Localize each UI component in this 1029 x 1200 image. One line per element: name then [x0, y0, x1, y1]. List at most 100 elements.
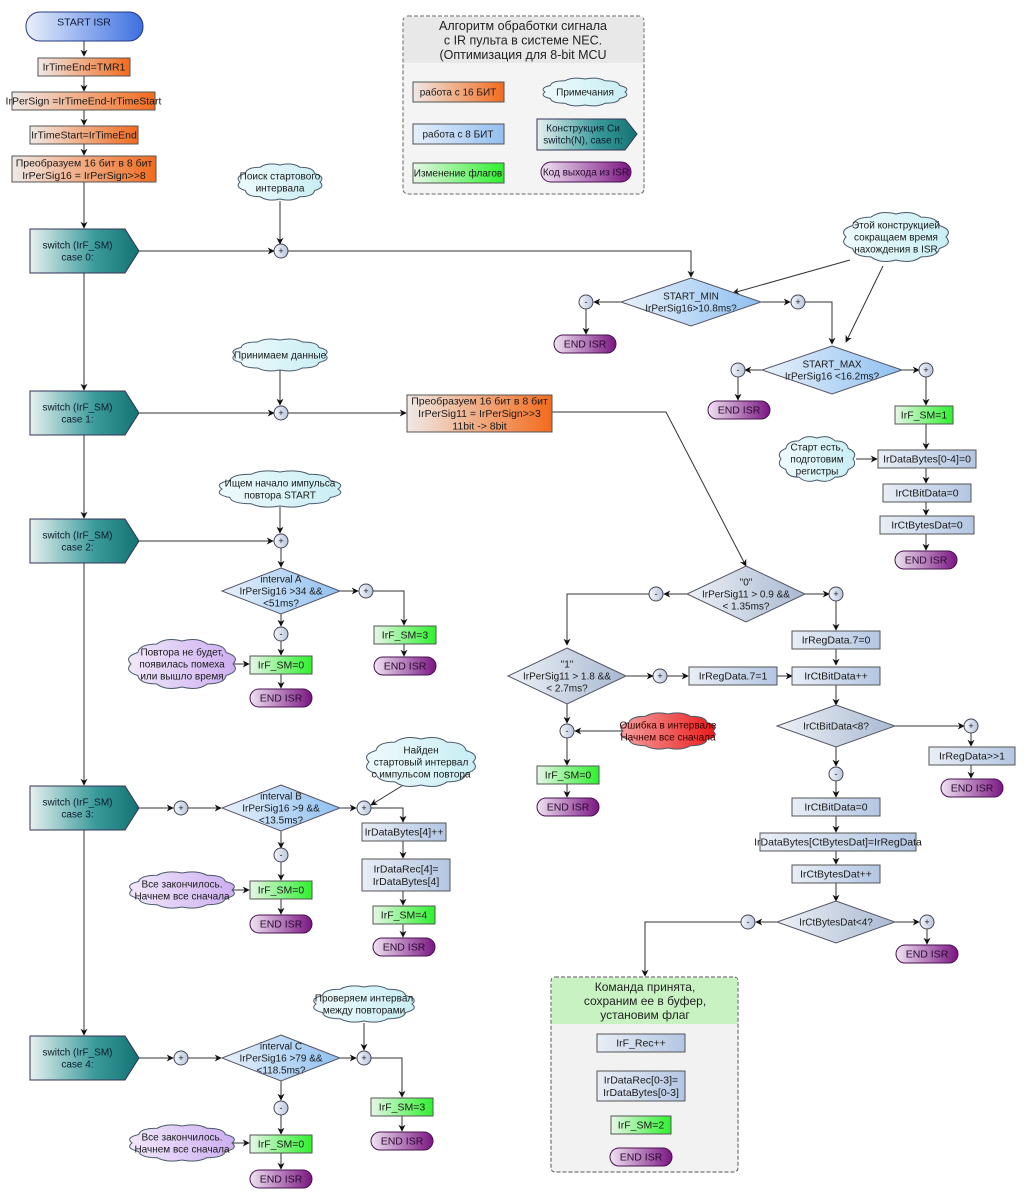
node-label: END ISR: [260, 1174, 303, 1186]
flag-set-sm3-a[interactable]: IrF_SM=3: [373, 625, 437, 645]
end-isr-terminator[interactable]: END ISR: [536, 797, 600, 817]
op-ctbitdata-inc[interactable]: IrCtBitData++: [791, 666, 881, 686]
op-datarec4-copy[interactable]: IrDataRec[4]=IrDataBytes[4]: [361, 858, 451, 892]
node-label: switch (IrF_SM): [43, 241, 113, 252]
node-label: сокращаем время: [854, 233, 938, 244]
node-label: IrCtBytesDat<4?: [799, 918, 873, 929]
op-rec-inc[interactable]: IrF_Rec++: [596, 1033, 686, 1053]
flag-set-sm4[interactable]: IrF_SM=4: [372, 905, 436, 925]
plus-connector: +: [173, 1050, 189, 1066]
op-regdata7-one[interactable]: IrRegData.7=1: [688, 666, 778, 686]
node-label: <118.5ms?: [256, 1066, 305, 1077]
node-label: интервала: [256, 184, 305, 195]
connector-sign: +: [795, 297, 800, 307]
end-isr-terminator[interactable]: END ISR: [373, 656, 437, 676]
node-label: END ISR: [384, 661, 427, 673]
flag-set-sm0-a[interactable]: IrF_SM=0: [249, 655, 313, 675]
init-op-timestart[interactable]: IrTimeStart=IrTimeEnd: [29, 125, 139, 145]
flag-set-sm3-c[interactable]: IrF_SM=3: [370, 1097, 434, 1117]
node-label: IrPerSig16 = IrPerSign>>8: [22, 170, 146, 182]
node-label: case 0:: [61, 253, 93, 264]
node-label: регистры: [796, 467, 839, 478]
decision-bit-one[interactable]: "1"IrPerSig11 > 1.8 &&< 2.7ms?: [506, 647, 628, 705]
op-databytes-reset[interactable]: IrDataBytes[0-4]=0: [877, 449, 977, 469]
flag-set-sm0-b[interactable]: IrF_SM=0: [249, 880, 313, 900]
node-label: между повторами: [323, 1006, 405, 1017]
note-all-done-4: Все закончилось.Начнем все сначала: [129, 1124, 235, 1162]
node-label: появилась помеха: [139, 660, 225, 671]
op-ctbitdata-zero[interactable]: IrCtBitData=0: [791, 797, 881, 817]
legend-op16: работа с 16 БИТ: [412, 81, 505, 103]
end-isr-terminator[interactable]: END ISR: [707, 400, 771, 420]
switch-case-4[interactable]: switch (IrF_SM)case 4:: [29, 1035, 140, 1081]
node-label: Команда принята,: [595, 980, 696, 994]
op-databytes4-inc[interactable]: IrDataBytes[4]++: [361, 822, 447, 842]
switch-case-2[interactable]: switch (IrF_SM)case 2:: [29, 518, 140, 564]
op-store-byte[interactable]: IrDataBytes[CtBytesDat]=IrRegData: [754, 832, 922, 852]
end-isr-terminator[interactable]: END ISR: [553, 334, 617, 354]
flag-set-sm1[interactable]: IrF_SM=1: [894, 405, 954, 425]
end-isr-terminator[interactable]: END ISR: [249, 688, 313, 708]
plus-connector: +: [652, 668, 668, 684]
node-label: нахождения в ISR: [854, 245, 938, 256]
flag-set-sm0-c[interactable]: IrF_SM=0: [249, 1134, 313, 1154]
plus-connector: +: [356, 1050, 372, 1066]
node-label: IrPerSig16 <16.2ms?: [785, 372, 880, 383]
op-ctbytes-inc[interactable]: IrCtBytesDat++: [791, 864, 881, 884]
node-label: Начнем все сначала: [620, 733, 716, 744]
connector-sign: +: [278, 246, 283, 256]
decision-bit-zero[interactable]: "0"IrPerSig11 > 0.9 &&< 1.35ms?: [685, 565, 807, 623]
connector-sign: +: [178, 803, 183, 813]
connector-sign: +: [361, 1053, 366, 1063]
node-label: END ISR: [381, 1136, 424, 1148]
op-regdata7-zero[interactable]: IrRegData.7=0: [791, 630, 881, 650]
switch-case-1[interactable]: switch (IrF_SM)case 1:: [29, 390, 140, 436]
end-isr-terminator[interactable]: END ISR: [372, 937, 436, 957]
plus-connector: +: [918, 362, 934, 378]
node-label: IrDataBytes[4]++: [365, 827, 444, 839]
end-isr-terminator[interactable]: END ISR: [249, 1169, 313, 1189]
init-op-persign[interactable]: IrPerSign =IrTimeEnd-IrTimeStart: [6, 91, 162, 111]
op-ctbytesdat-reset[interactable]: IrCtBytesDat=0: [879, 515, 975, 535]
switch-case-0[interactable]: switch (IrF_SM)case 0:: [29, 228, 140, 274]
connector-sign: +: [833, 589, 838, 599]
end-isr-terminator[interactable]: END ISR: [370, 1131, 434, 1151]
node-label: (Оптимизация для 8-bit MCU: [439, 48, 606, 62]
op-ctbitdata-reset[interactable]: IrCtBitData=0: [882, 483, 972, 503]
start-isr-terminator[interactable]: START ISR: [25, 11, 144, 42]
end-isr-terminator[interactable]: END ISR: [609, 1147, 673, 1167]
connector-sign: +: [278, 536, 283, 546]
node-label: IrF_SM=0: [258, 1139, 305, 1151]
node-label: < 2.7ms?: [546, 684, 588, 695]
op-regdata-shift[interactable]: IrRegData>>1: [928, 746, 1016, 766]
end-isr-terminator[interactable]: END ISR: [940, 778, 1004, 798]
minus-connector: -: [828, 766, 844, 782]
note-receive-data: Принимаем данные: [232, 338, 328, 372]
node-label: END ISR: [260, 919, 303, 931]
op-datarec-copy[interactable]: IrDataRec[0-3]=IrDataBytes[0-3]: [596, 1070, 686, 1102]
node-label: Все закончилось.: [141, 1133, 222, 1144]
flag-set-sm0-error[interactable]: IrF_SM=0: [536, 765, 600, 785]
node-label: Поиск стартового: [240, 172, 321, 183]
node-label: IrF_SM=0: [258, 885, 305, 897]
decision-ctbytes-lt4[interactable]: IrCtBytesDat<4?: [775, 900, 897, 944]
end-isr-terminator[interactable]: END ISR: [894, 550, 958, 570]
end-isr-terminator[interactable]: END ISR: [895, 944, 959, 964]
init-op-timeend[interactable]: IrTimeEnd=TMR1: [37, 57, 131, 77]
node-label: switch(N), case n:: [543, 136, 622, 147]
flag-set-sm2[interactable]: IrF_SM=2: [610, 1115, 672, 1135]
end-isr-terminator[interactable]: END ISR: [249, 914, 313, 934]
node-label: IrF_SM=1: [901, 410, 948, 422]
node-label: END ISR: [620, 1152, 663, 1164]
decision-ctbit-lt8[interactable]: IrCtBitData<8?: [775, 704, 897, 748]
switch-case-3[interactable]: switch (IrF_SM)case 3:: [29, 785, 140, 831]
